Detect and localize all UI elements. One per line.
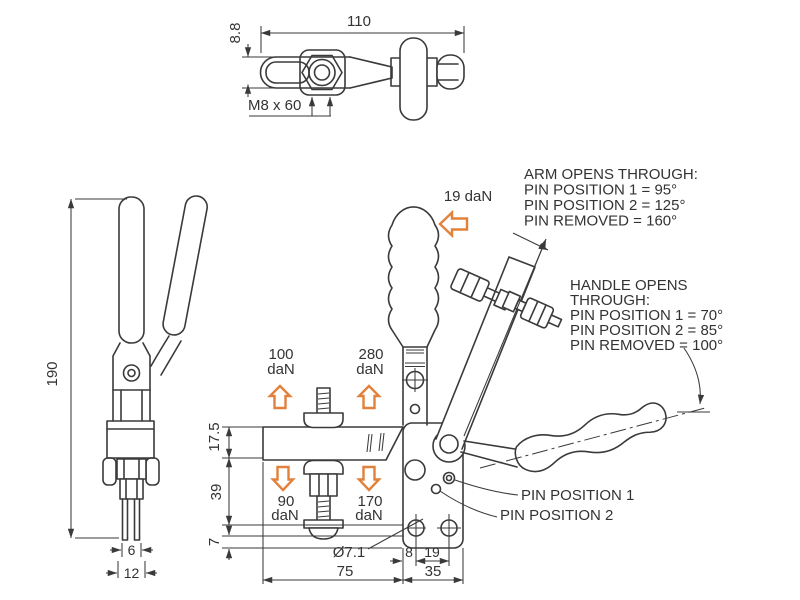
- force-280-value: 280: [358, 346, 383, 363]
- pin-position-2-label: PIN POSITION 2: [500, 507, 613, 524]
- side-handle-open: [162, 195, 208, 336]
- force-labels: 19 daN 100 daN 280 daN 90 daN 170 daN: [267, 188, 492, 524]
- spindle-hex-nut: [309, 473, 338, 497]
- top-washer: [299, 49, 346, 96]
- spindle-rod-bottom: [316, 495, 331, 521]
- dim-75-label: 75: [337, 563, 354, 580]
- side-clevis: [112, 342, 151, 422]
- handle-grip-open: [514, 402, 667, 473]
- pin-hole-2: [430, 483, 442, 495]
- top-spindle-circle: [313, 64, 331, 81]
- plate-large-hole: [404, 459, 426, 481]
- arm-break-marks: [366, 432, 385, 453]
- force-arrow-up-right: [356, 384, 382, 410]
- dim-8-label: 8: [405, 544, 413, 560]
- handle-angle-arc: [683, 347, 705, 405]
- pin-hole-1: [442, 471, 456, 485]
- arm-note-leader: [512, 232, 549, 251]
- dim-39-label: 39: [208, 484, 225, 501]
- handle-opens-title1: HANDLE OPENS: [570, 277, 688, 294]
- arm-opens-line2: PIN POSITION 2 = 125°: [524, 197, 685, 214]
- front-view: 17.5 39 7 Ø7.1 8 19 75 35: [206, 206, 710, 584]
- pin1-leader: [454, 479, 519, 496]
- force-90-value: 90: [278, 493, 295, 510]
- spindle-thread-label: M8 x 60: [248, 97, 301, 114]
- side-handle-bend: [150, 335, 182, 376]
- spindle-flange-bottom: [303, 459, 344, 475]
- arm-opens-title: ARM OPENS THROUGH:: [524, 166, 698, 183]
- dim-6-label: 6: [128, 542, 136, 558]
- top-view: 110 8.8 M8 x 60: [227, 13, 465, 121]
- pin2-leader: [439, 490, 498, 518]
- top-arm-taper: [349, 56, 393, 89]
- dim-hole-label: Ø7.1: [333, 544, 366, 561]
- handle-force-label: 19 daN: [444, 188, 492, 205]
- side-hex-nut-1: [116, 458, 147, 480]
- handle-centerline: [479, 407, 706, 469]
- force-100-unit: daN: [267, 361, 295, 378]
- dim-7-label: 7: [206, 538, 223, 546]
- side-body: [106, 420, 155, 459]
- hole-leader: [367, 518, 424, 550]
- handle-shaft: [402, 345, 428, 426]
- dim-190-label: 190: [44, 361, 61, 386]
- force-170-value: 170: [357, 493, 382, 510]
- arm-angle-extension: [463, 238, 547, 437]
- dim-17-5-label: 17.5: [206, 422, 223, 451]
- dim-12-label: 12: [124, 565, 140, 581]
- top-handle-section: [399, 37, 428, 121]
- spindle-washer: [303, 519, 344, 529]
- handle-opens-title2: THROUGH:: [570, 292, 650, 309]
- handle-opens-line1: PIN POSITION 1 = 70°: [570, 307, 723, 324]
- arm-opens-line1: PIN POSITION 1 = 95°: [524, 182, 677, 199]
- top-hex-nut: [301, 54, 343, 91]
- force-arrow-down-right: [356, 465, 382, 492]
- dim-19-label: 19: [424, 544, 440, 560]
- force-arrow-left: [438, 209, 469, 239]
- force-100-value: 100: [268, 346, 293, 363]
- dim-110-label: 110: [347, 13, 371, 30]
- pivot-hole: [439, 434, 459, 454]
- spindle-rod-top: [316, 387, 331, 414]
- force-arrow-down-left: [270, 465, 296, 492]
- base-plate: [402, 422, 464, 549]
- handle-grip-closed: [387, 206, 440, 348]
- side-spindle-rods: [121, 498, 141, 541]
- force-280-unit: daN: [356, 361, 384, 378]
- force-90-unit: daN: [271, 507, 299, 524]
- handle-opens-line3: PIN REMOVED = 100°: [570, 337, 723, 354]
- open-handle-shaft: [460, 440, 518, 468]
- arm-opens-line3: PIN REMOVED = 160°: [524, 213, 677, 230]
- dim-35-label: 35: [425, 563, 442, 580]
- notes: ARM OPENS THROUGH: PIN POSITION 1 = 95° …: [500, 166, 723, 524]
- dim-8-8-label: 8.8: [227, 23, 244, 44]
- side-hex-nut-2: [119, 478, 144, 500]
- top-knob: [436, 54, 465, 90]
- side-view: 190 6 12: [44, 195, 208, 581]
- clamp-arm-bar: [262, 426, 404, 461]
- spindle-flange-top: [303, 412, 344, 429]
- handle-opens-line2: PIN POSITION 2 = 85°: [570, 322, 723, 339]
- force-arrow-up-left: [267, 384, 293, 410]
- side-handle-closed: [118, 196, 145, 344]
- force-170-unit: daN: [355, 507, 383, 524]
- force-arrows: [267, 209, 469, 492]
- top-nut-circle-outer: [308, 58, 336, 87]
- pin-position-1-label: PIN POSITION 1: [521, 487, 634, 504]
- arm-bolt-lower: [501, 290, 563, 329]
